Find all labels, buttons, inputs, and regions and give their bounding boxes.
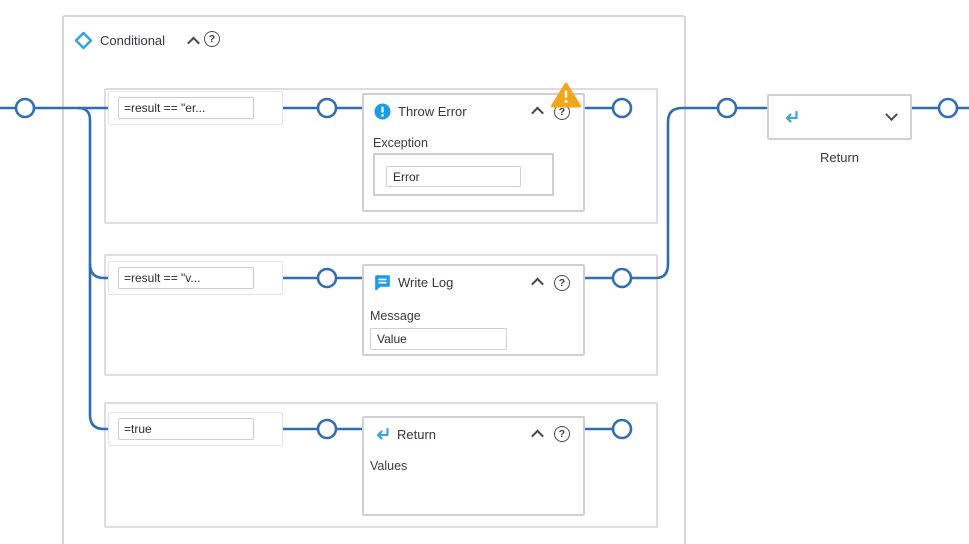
connector-port[interactable] (716, 97, 738, 119)
return-node[interactable]: Return ? Values (362, 416, 585, 516)
condition-input-1[interactable] (118, 97, 254, 119)
collapse-chevron-icon[interactable] (531, 106, 544, 120)
throw-error-node[interactable]: Throw Error ? Exception (362, 93, 585, 212)
connector-port[interactable] (611, 97, 633, 119)
write-log-icon (375, 275, 390, 291)
condition-box-3 (108, 412, 283, 446)
connector-port[interactable] (316, 418, 338, 440)
field-label-exception: Exception (373, 136, 428, 150)
connector-port[interactable] (14, 97, 36, 119)
exception-input[interactable] (386, 166, 521, 187)
message-input[interactable] (370, 328, 507, 350)
condition-box-1 (108, 91, 283, 125)
connector-port[interactable] (937, 97, 959, 119)
connector-port[interactable] (611, 418, 633, 440)
collapse-chevron-icon[interactable] (531, 429, 544, 442)
write-log-header: Write Log ? (364, 266, 583, 291)
connector-port[interactable] (316, 97, 338, 119)
write-log-node[interactable]: Write Log ? Message (362, 264, 585, 356)
condition-box-2 (108, 261, 283, 295)
condition-input-3[interactable] (118, 418, 254, 440)
condition-input-2[interactable] (118, 267, 254, 289)
help-icon[interactable]: ? (554, 274, 570, 291)
field-label-message: Message (370, 309, 421, 323)
throw-error-icon (374, 103, 391, 120)
end-return-label: Return (819, 150, 860, 165)
return-header: Return ? (364, 418, 583, 442)
help-icon[interactable]: ? (554, 426, 570, 442)
end-return-node[interactable] (767, 94, 912, 140)
conditional-title: Conditional (100, 32, 166, 48)
warning-icon[interactable] (550, 82, 582, 108)
exception-field-frame (373, 153, 554, 196)
throw-error-title: Throw Error (398, 104, 467, 119)
conditional-header: Conditional (74, 29, 165, 51)
field-label-values: Values (370, 459, 408, 473)
expand-chevron-icon[interactable] (885, 107, 898, 121)
connector-port[interactable] (611, 267, 633, 289)
return-title: Return (397, 426, 437, 442)
return-arrow-icon (785, 110, 798, 123)
connector-port[interactable] (316, 267, 338, 289)
write-log-title: Write Log (398, 275, 454, 290)
collapse-chevron-icon[interactable] (531, 277, 544, 291)
diamond-icon (74, 31, 93, 49)
help-icon[interactable]: ? (204, 31, 220, 47)
return-arrow-icon (376, 427, 389, 440)
